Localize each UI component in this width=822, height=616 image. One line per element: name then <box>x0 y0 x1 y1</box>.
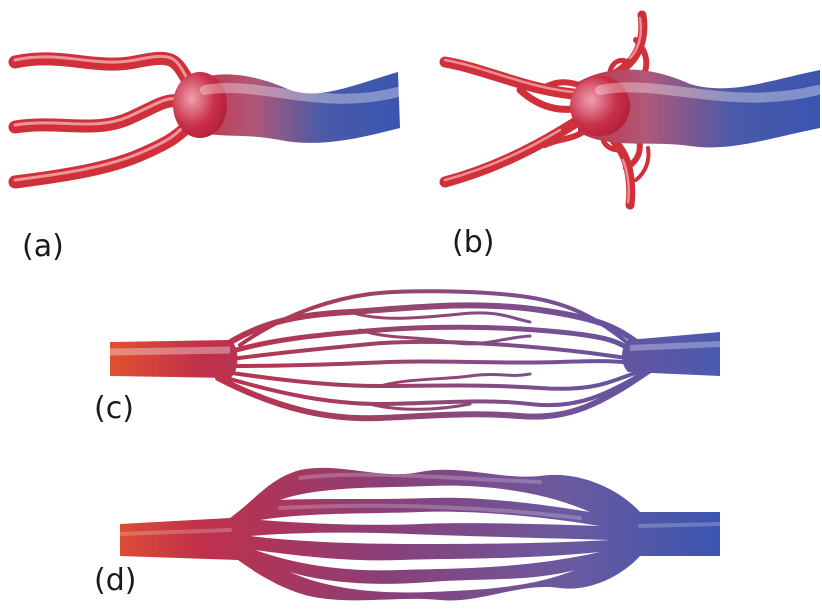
panel-b-vessels <box>445 15 820 205</box>
panel-label-c: (c) <box>94 394 134 424</box>
panel-d-vessels <box>120 468 720 601</box>
panel-label-a: (a) <box>22 232 64 262</box>
panel-a-vessels <box>15 56 400 182</box>
panel-label-d: (d) <box>94 566 136 596</box>
panel-label-b: (b) <box>452 228 494 258</box>
panel-c-vessels <box>110 291 720 418</box>
panel-c-capillaries <box>215 291 650 418</box>
